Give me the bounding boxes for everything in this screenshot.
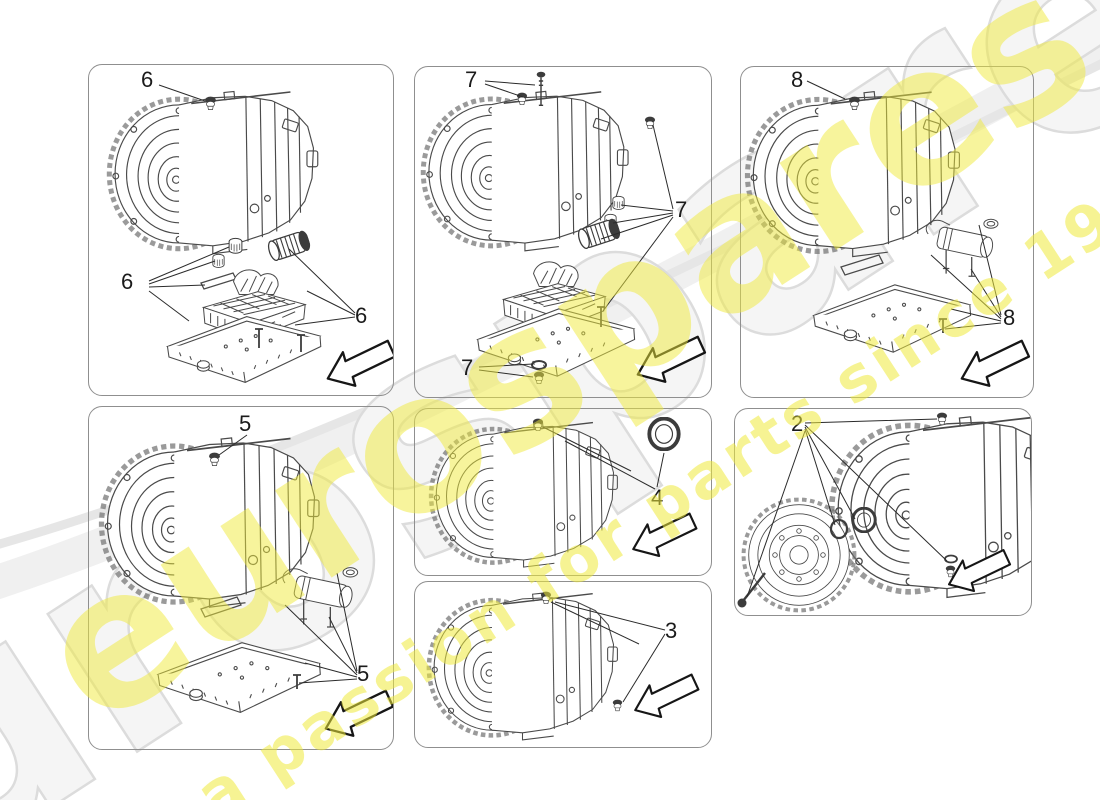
panel-output-shaft-seal: 4 (414, 408, 712, 576)
direction-arrow-icon (318, 687, 393, 744)
gasket-plate (200, 272, 237, 290)
plug-icon (936, 412, 948, 426)
panel-oil-filter-and-pan: 8 8 (740, 66, 1034, 398)
callout-4: 4 (651, 485, 664, 510)
gearbox-housing-drawing (415, 71, 711, 390)
rib-cylinder-icon (265, 229, 313, 263)
gearbox-housing-drawing (89, 434, 393, 744)
torque-converter-icon (741, 497, 857, 613)
sleeve-icon (612, 195, 625, 210)
gearbox-icon (109, 91, 317, 253)
callout-8: 8 (791, 67, 804, 92)
callout-5: 5 (239, 411, 252, 436)
callout-6: 6 (355, 303, 368, 328)
callout-7: 7 (675, 197, 688, 222)
plug-icon (533, 371, 545, 385)
seal-ring-icon (647, 417, 681, 451)
gearbox-icon (431, 422, 617, 567)
callout-7: 7 (465, 67, 478, 92)
callout-6: 6 (121, 269, 134, 294)
direction-arrow-icon (630, 333, 711, 390)
gearbox-housing-drawing (415, 417, 702, 575)
callout-8: 8 (1003, 305, 1016, 330)
oil-filter-icon (925, 218, 999, 277)
gasket-plate (200, 596, 242, 618)
direction-arrow-icon (626, 510, 702, 564)
gearbox-housing-drawing (741, 80, 1033, 394)
gearbox-housing-drawing (415, 582, 704, 747)
gearbox-icon (747, 92, 959, 257)
panel-electro-hydraulic-unit-breather: 7 7 7 (414, 66, 712, 398)
direction-arrow-icon (954, 337, 1033, 394)
gearbox-icon (102, 438, 320, 607)
panel-oil-pan-and-filter: 5 5 (88, 406, 394, 750)
callout-7: 7 (461, 355, 474, 380)
gasket-plate (840, 254, 884, 276)
gearbox-housing-drawing (89, 84, 393, 394)
oil-pan-icon (157, 642, 321, 713)
oil-pan-icon (166, 316, 322, 383)
panel-drain-plugs: 3 (414, 581, 712, 748)
direction-arrow-icon (320, 337, 393, 394)
gearbox-icon (429, 593, 618, 740)
callout-5: 5 (357, 661, 370, 686)
direction-arrow-icon (628, 671, 704, 725)
stud-bolt-head (737, 598, 747, 608)
callout-3: 3 (665, 618, 678, 643)
sleeve-icon (228, 237, 243, 254)
oil-pan-icon (813, 284, 972, 353)
gearbox-housing-drawing (737, 412, 1031, 613)
panel-torque-converter-seals: 2 (734, 408, 1032, 616)
callout-6: 6 (141, 67, 154, 92)
pan-bolt (293, 674, 301, 689)
callout-lines (550, 601, 666, 703)
callout-2: 2 (791, 411, 804, 436)
plug-icon (612, 699, 623, 712)
panel-electro-hydraulic-unit: 6 6 6 (88, 64, 394, 396)
